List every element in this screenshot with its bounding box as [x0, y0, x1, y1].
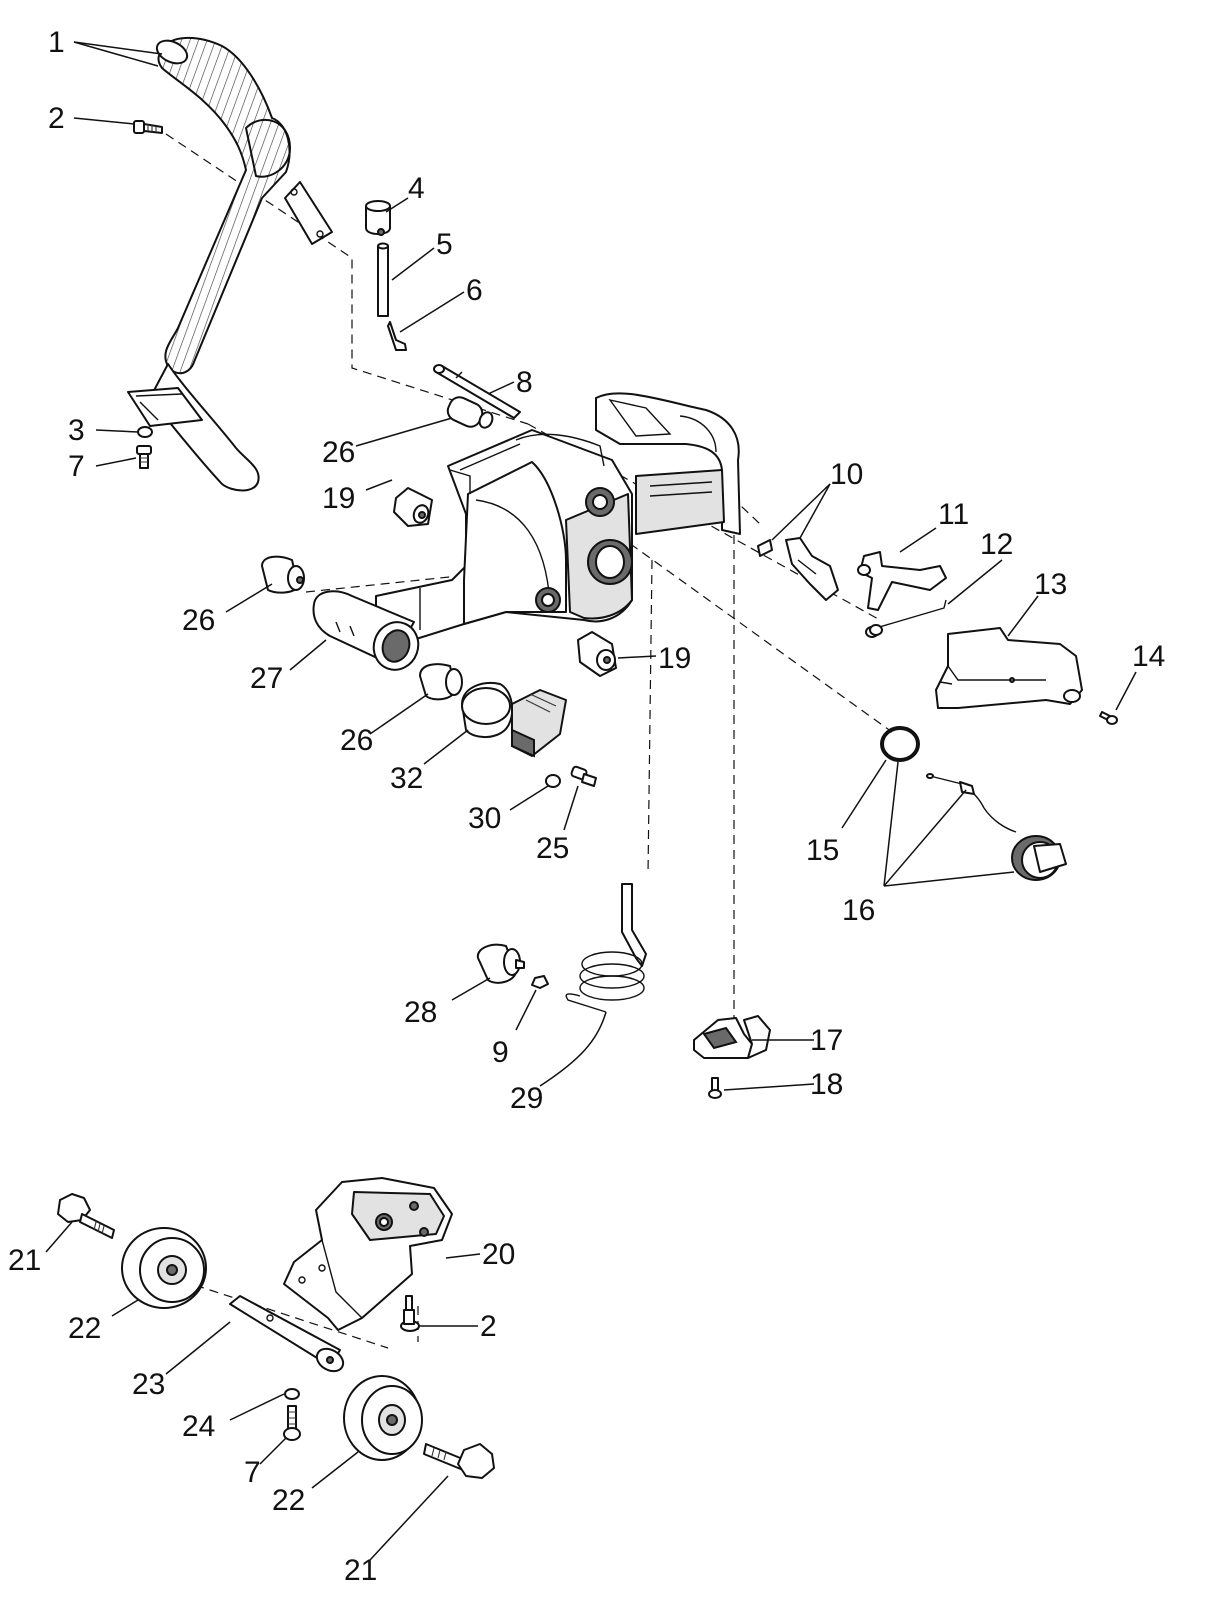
part-12-spring [865, 599, 947, 638]
callout-11: 11 [938, 498, 969, 531]
part-18-screw [708, 1077, 722, 1099]
assembly-lines [123, 133, 893, 1349]
part-2-screw-top [133, 120, 163, 134]
part-16-filler-cap [926, 773, 1067, 881]
callout-19: 19 [658, 642, 691, 675]
callout-30: 30 [468, 802, 501, 835]
callout-20: 20 [482, 1238, 515, 1271]
callout-5: 5 [436, 228, 453, 261]
callout-7: 7 [244, 1456, 261, 1489]
callout-26: 26 [340, 724, 373, 757]
callout-26: 26 [322, 436, 355, 469]
callout-28: 28 [404, 996, 437, 1029]
callout-29: 29 [510, 1082, 543, 1115]
part-19-bushing-right [577, 631, 617, 677]
part-30-washer [545, 774, 561, 788]
part-22-wheel-top [121, 1227, 207, 1309]
part-20-wheel-bracket [283, 1177, 453, 1331]
callout-32: 32 [390, 762, 423, 795]
callout-19: 19 [322, 482, 355, 515]
part-2-screw-bottom [400, 1295, 420, 1332]
part-25-screw [570, 765, 597, 787]
callout-21: 21 [8, 1244, 41, 1277]
callout-6: 6 [466, 274, 483, 307]
part-21-bolt-bottom [423, 1443, 495, 1479]
callout-10: 10 [830, 458, 863, 491]
part-11-trigger [857, 551, 947, 611]
callout-2: 2 [480, 1310, 497, 1343]
callout-17: 17 [810, 1024, 843, 1057]
damper-block [511, 689, 567, 758]
callout-7: 7 [68, 450, 85, 483]
part-19-bushing-top [393, 487, 433, 527]
callout-14: 14 [1132, 640, 1165, 673]
part-9-nut [531, 975, 549, 989]
part-17-bracket [693, 1015, 771, 1059]
part-7-bolt-bottom [283, 1405, 301, 1441]
part-6-elbow [387, 321, 407, 351]
callout-4: 4 [408, 172, 425, 205]
callout-labels: 1 2 3 7 4 5 6 8 26 19 26 27 26 32 30 25 … [8, 26, 1165, 1587]
callout-8: 8 [516, 366, 533, 399]
part-26-bushing-left [261, 555, 305, 594]
callout-25: 25 [536, 832, 569, 865]
part-24-washer [284, 1388, 300, 1400]
part-32-cap [461, 682, 514, 738]
part-13-cover [935, 627, 1083, 709]
part-28-mount [476, 943, 525, 984]
part-10-lever-assembly [757, 537, 839, 601]
callout-1: 1 [48, 26, 65, 59]
part-26-bushing-top [446, 396, 494, 429]
callout-15: 15 [806, 834, 839, 867]
part-8-pin [433, 364, 521, 419]
part-15-o-ring [880, 726, 920, 762]
callout-16: 16 [842, 894, 875, 927]
part-27-tube [312, 590, 420, 671]
part-26-bushing-bottom [419, 663, 463, 701]
callout-3: 3 [68, 414, 85, 447]
callout-22: 22 [68, 1312, 101, 1345]
part-7-bolt [136, 445, 152, 469]
callout-24: 24 [182, 1410, 215, 1443]
callout-9: 9 [492, 1036, 509, 1069]
callout-21: 21 [344, 1554, 377, 1587]
part-23-axle [229, 1295, 345, 1373]
callout-26: 26 [182, 604, 215, 637]
part-3-washer [137, 426, 153, 438]
callout-22: 22 [272, 1484, 305, 1517]
callout-18: 18 [810, 1068, 843, 1101]
callout-27: 27 [250, 662, 283, 695]
part-1-handle [127, 36, 333, 492]
part-5-rod [377, 242, 389, 317]
part-14-screw [1099, 711, 1118, 725]
callout-2: 2 [48, 102, 65, 135]
part-22-wheel-bottom [343, 1375, 423, 1461]
callout-13: 13 [1034, 568, 1067, 601]
callout-12: 12 [980, 528, 1013, 561]
callout-23: 23 [132, 1368, 165, 1401]
leader-lines [45, 41, 1137, 1561]
part-4-cap [365, 200, 391, 236]
main-frame [375, 392, 741, 645]
part-29-coil-spring [565, 883, 647, 1013]
part-21-bolt-top [57, 1193, 115, 1239]
